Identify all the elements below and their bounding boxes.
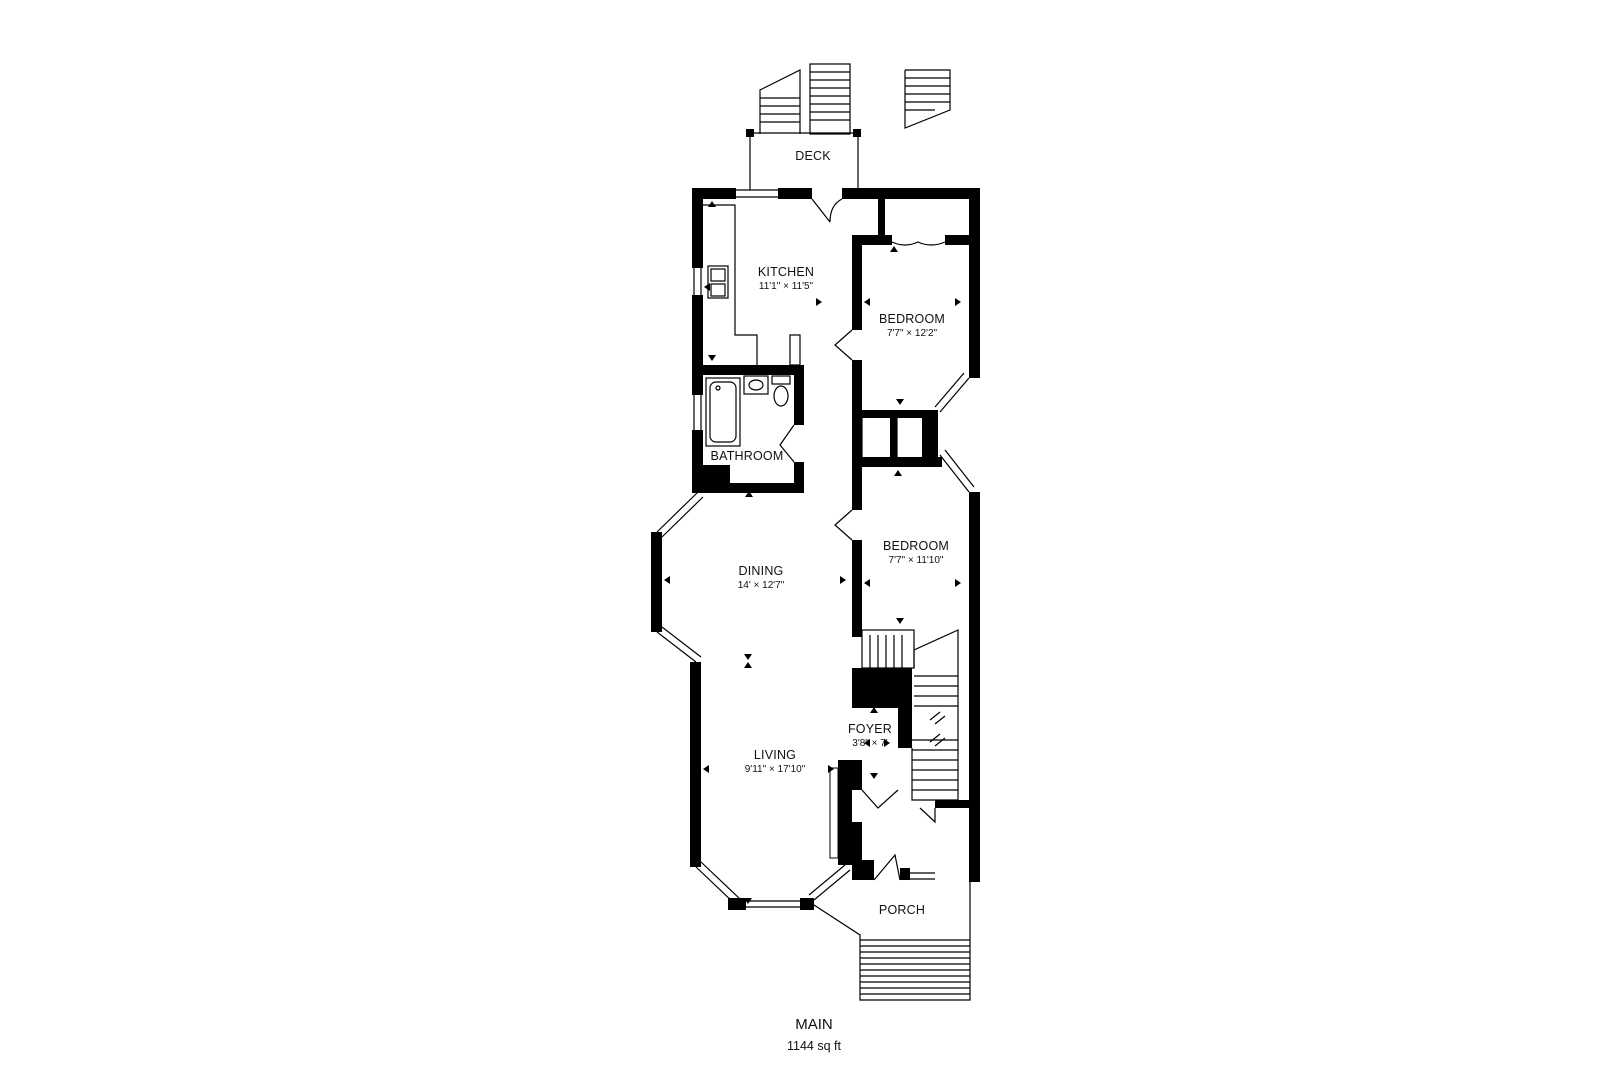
bedroom-1-dims: 7'7" × 12'2" <box>887 328 938 339</box>
fireplace <box>829 767 839 859</box>
deck-stairs-left <box>759 63 851 135</box>
foyer-label: FOYER <box>848 722 892 736</box>
measurement-markers <box>664 201 961 904</box>
living-label: LIVING <box>754 748 796 762</box>
deck-outline <box>749 132 859 190</box>
dining-dims: 14' × 12'7" <box>738 580 785 591</box>
bathtub-icon <box>705 377 741 447</box>
toilet-icon <box>771 375 791 407</box>
porch-outline <box>813 872 971 1001</box>
bay-windows <box>656 189 975 908</box>
floor-name: MAIN <box>795 1016 833 1033</box>
bedroom-1-label: BEDROOM <box>879 312 945 326</box>
kitchen-label: KITCHEN <box>758 265 814 279</box>
floor-area: 1144 sq ft <box>787 1039 842 1053</box>
interior-walls <box>692 199 975 880</box>
porch-label: PORCH <box>879 903 925 917</box>
dining-label: DINING <box>739 564 784 578</box>
doors <box>779 198 936 881</box>
deck-label: DECK <box>795 149 831 163</box>
foyer-dims: 3'8" × 7' <box>852 738 888 749</box>
bedroom-2-dims: 7'7" × 11'10" <box>889 555 944 566</box>
bathroom-sink-icon <box>743 375 769 395</box>
kitchen-dims: 11'1" × 11'5" <box>759 281 814 292</box>
living-dims: 9'11" × 17'10" <box>745 764 806 775</box>
kitchen-sink-icon <box>707 265 729 299</box>
deck-stairs-right <box>904 69 951 129</box>
closet-doors <box>861 241 946 457</box>
bathroom-label: BATHROOM <box>711 449 784 463</box>
bedroom-2-label: BEDROOM <box>883 539 949 553</box>
interior-stairs <box>861 629 959 801</box>
kitchen-counter <box>703 204 801 366</box>
